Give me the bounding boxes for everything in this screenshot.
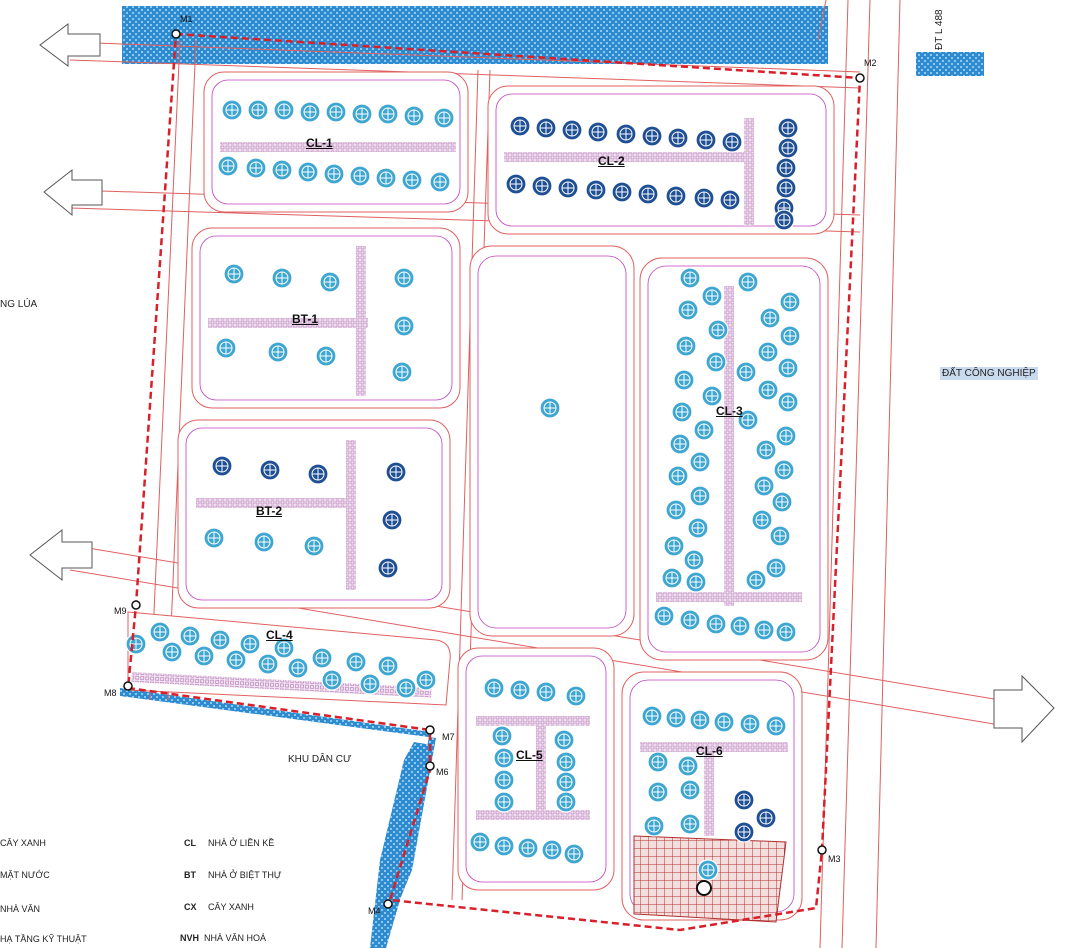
marker-m8 xyxy=(123,681,133,691)
water-north-east xyxy=(916,52,984,76)
block-cl1 xyxy=(203,71,469,213)
water-channel xyxy=(370,742,432,948)
block-cl6 xyxy=(621,671,803,923)
area-label-industrial: ĐẤT CÔNG NGHIỆP xyxy=(940,367,1038,380)
direction-arrows xyxy=(29,23,1055,744)
block-central-green xyxy=(469,245,635,637)
block-label-cl6: CL-6 xyxy=(696,744,723,758)
marker-label-m6: M6 xyxy=(436,767,449,777)
block-bt2 xyxy=(177,419,451,609)
area-label-rice: NG LÚA xyxy=(0,299,38,310)
area-label-residential: KHU DÂN CƯ xyxy=(288,754,352,765)
boundary-markers xyxy=(123,29,865,909)
marker-label-m7: M7 xyxy=(442,732,455,742)
legend-item-green: CÂY XANH xyxy=(0,838,46,848)
marker-label-m9: M9 xyxy=(114,606,127,616)
block-label-cl2: CL-2 xyxy=(598,154,625,168)
legend-item-water: MẶT NƯỚC xyxy=(0,870,50,880)
block-label-cl5: CL-5 xyxy=(516,748,543,762)
block-label-bt1: BT-1 xyxy=(292,312,319,326)
legend-item-infra: HẠ TẦNG KỸ THUẬT xyxy=(0,934,87,944)
project-boundary xyxy=(126,32,862,932)
marker-label-m4: M4 xyxy=(368,906,381,916)
block-label-cl4: CL-4 xyxy=(266,628,293,642)
block-label-cl3: CL-3 xyxy=(716,404,743,418)
marker-label-m8: M8 xyxy=(104,688,117,698)
marker-label-m1: M1 xyxy=(180,14,193,24)
marker-m2 xyxy=(855,73,865,83)
culture-house-icon xyxy=(696,880,712,896)
marker-label-m2: M2 xyxy=(864,58,877,68)
marker-m4 xyxy=(383,899,393,909)
marker-m3 xyxy=(817,845,827,855)
arrow-west-3 xyxy=(29,528,93,582)
marker-m6 xyxy=(425,761,435,771)
legend-item-culture: NHÀ VĂN xyxy=(0,904,41,914)
road-label: ĐT L 488 xyxy=(934,9,945,50)
marker-m7 xyxy=(425,725,435,735)
block-bt1 xyxy=(191,227,461,409)
arrow-west-1 xyxy=(39,23,101,67)
arrow-east xyxy=(993,674,1055,744)
marker-label-m3: M3 xyxy=(828,854,841,864)
block-label-bt2: BT-2 xyxy=(256,504,283,518)
block-label-cl1: CL-1 xyxy=(306,136,333,150)
marker-m1 xyxy=(171,29,181,39)
trees xyxy=(125,99,801,896)
arrow-west-2 xyxy=(43,168,103,217)
water-north xyxy=(122,6,828,64)
block-cl3 xyxy=(639,257,829,661)
block-cl5 xyxy=(457,647,615,891)
marker-m9 xyxy=(131,600,141,610)
